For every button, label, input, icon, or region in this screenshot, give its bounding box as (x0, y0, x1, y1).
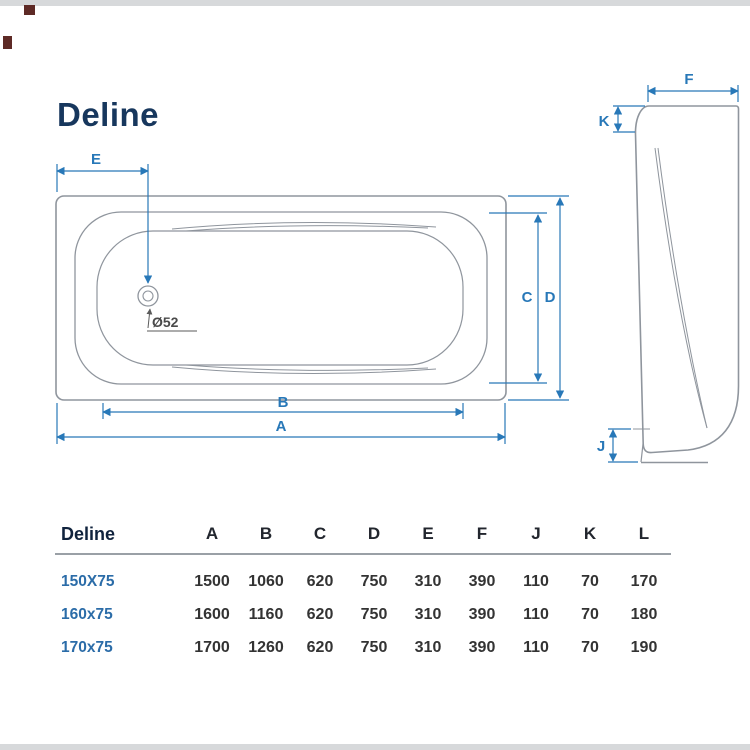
dim-value: 310 (414, 638, 442, 656)
dim-value: 310 (414, 572, 442, 590)
dimension-J: J (597, 428, 638, 463)
dim-value: 390 (468, 572, 496, 590)
dim-value: 390 (468, 638, 496, 656)
dim-value: 70 (581, 638, 599, 656)
artifact-mark (24, 5, 35, 15)
dimension-B: B (102, 394, 464, 419)
table-header-C: C (313, 524, 327, 543)
table-row: 160x75 1600 1160 620 750 310 390 110 70 … (55, 598, 671, 631)
dim-value: 1700 (194, 638, 230, 656)
dim-value: 110 (523, 605, 549, 623)
dim-label-E: E (91, 151, 101, 168)
table-body: 150X75 1500 1060 620 750 310 390 110 70 … (55, 565, 671, 664)
table-header-J: J (531, 524, 541, 543)
size-label: 170x75 (61, 638, 113, 656)
dim-value: 750 (360, 572, 388, 590)
bottom-border-strip (0, 744, 750, 750)
dimension-D: D (508, 195, 569, 401)
table-row: 170x75 1700 1260 620 750 310 390 110 70 … (55, 631, 671, 664)
side-contour-line (654, 147, 708, 429)
dim-value: 180 (630, 605, 658, 623)
dim-value: 1060 (248, 572, 284, 590)
tub-outer-rim (55, 195, 507, 401)
dim-value: 750 (360, 638, 388, 656)
dim-value: 170 (630, 572, 658, 590)
dim-value: 310 (414, 605, 442, 623)
top-border-strip (0, 0, 750, 6)
side-contour-line (657, 147, 708, 429)
dim-value: 1500 (194, 572, 230, 590)
skirt-edge-line (640, 443, 644, 463)
wall-contour-line (171, 366, 437, 375)
dimension-K: K (599, 105, 645, 133)
table-header-E: E (422, 524, 434, 543)
tub-basin-outline (96, 230, 464, 366)
dim-value: 1260 (248, 638, 284, 656)
dim-value: 1600 (194, 605, 230, 623)
dim-value: 190 (630, 638, 658, 656)
table-header-D: D (367, 524, 381, 543)
dim-label-C: C (522, 289, 533, 306)
product-title: Deline (57, 96, 160, 133)
table-row: 150X75 1500 1060 620 750 310 390 110 70 … (55, 565, 671, 598)
table-header-row: Deline A B C D E F J K L (55, 515, 671, 555)
dim-value: 620 (306, 605, 334, 623)
tub-inner-rim (74, 211, 488, 385)
bathtub-side-view (633, 105, 740, 464)
dim-label-J: J (597, 438, 605, 455)
bathtub-top-view: Ø52 (55, 195, 507, 401)
dimensions-table: Deline A B C D E F J K L 150X75 1500 106… (55, 515, 671, 664)
dim-value: 110 (523, 572, 549, 590)
dimension-F: F (647, 71, 739, 102)
dim-value: 1160 (248, 605, 284, 623)
dim-label-K: K (599, 113, 610, 130)
dimension-E: E (56, 151, 153, 284)
drain-leader-line (146, 308, 153, 329)
dim-label-D: D (545, 289, 556, 306)
drain-diameter-label: Ø52 (152, 314, 179, 330)
table-header-A: A (205, 524, 219, 543)
dim-value: 620 (306, 572, 334, 590)
dim-value: 110 (523, 638, 549, 656)
artifact-mark (3, 36, 12, 49)
size-label: 160x75 (61, 605, 113, 623)
dim-value: 70 (581, 605, 599, 623)
table-header-L: L (638, 524, 650, 543)
dim-value: 70 (581, 572, 599, 590)
drain-icon (137, 285, 159, 307)
bathtub-technical-drawing: Ø52 E C D B (55, 71, 740, 464)
table-header-B: B (259, 524, 273, 543)
dim-value: 390 (468, 605, 496, 623)
wall-contour-line (185, 364, 429, 371)
wall-contour-line (171, 221, 437, 230)
side-profile-outline (634, 105, 740, 454)
table-header-K: K (583, 524, 597, 543)
dim-label-B: B (278, 394, 289, 411)
drain-inner-circle (142, 290, 154, 302)
dim-value: 620 (306, 638, 334, 656)
dimension-C: C (489, 212, 547, 384)
dim-value: 750 (360, 605, 388, 623)
dimension-A: A (56, 403, 506, 444)
table-header-F: F (476, 524, 488, 543)
table-header-name: Deline (61, 523, 116, 544)
dim-label-A: A (276, 418, 287, 435)
dim-label-F: F (684, 71, 693, 88)
size-label: 150X75 (61, 572, 115, 590)
wall-contour-line (185, 225, 429, 232)
